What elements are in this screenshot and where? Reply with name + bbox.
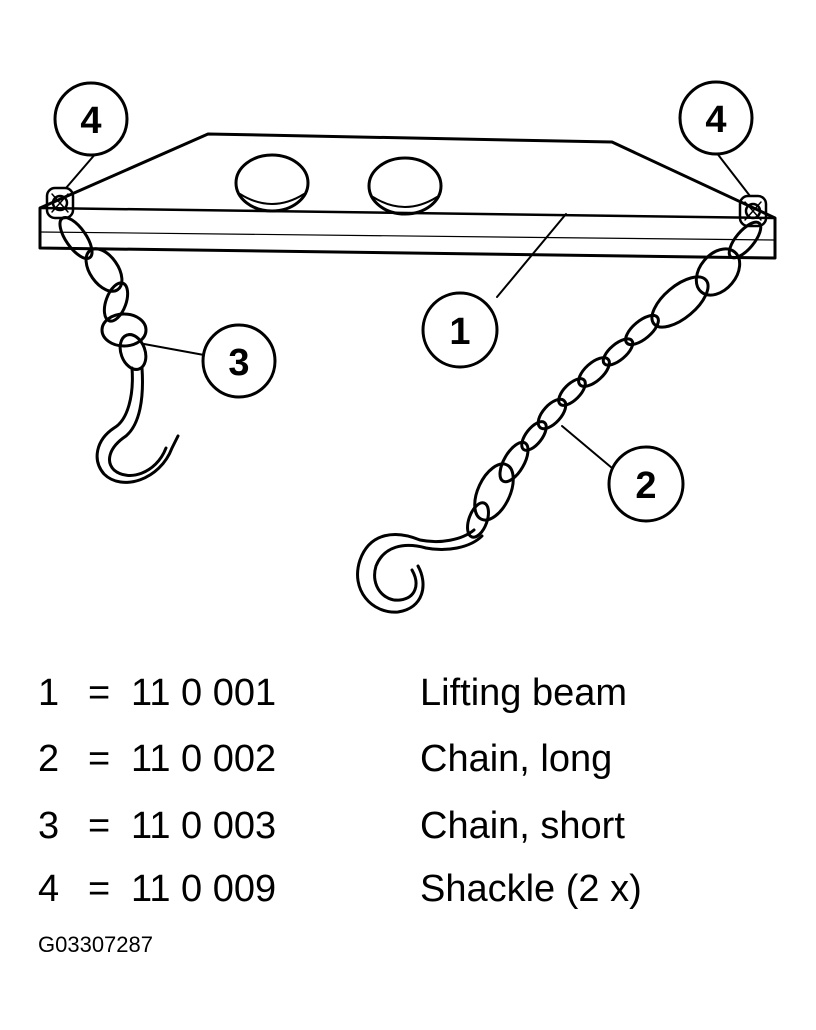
chain-long (466, 220, 763, 539)
legend-description: Lifting beam (420, 672, 628, 714)
callout-4-left-label: 4 (80, 100, 101, 142)
legend-equals: = (88, 672, 111, 714)
legend-description: Chain, short (420, 805, 625, 847)
callout-2-circle (607, 445, 685, 523)
callout-3-label: 3 (228, 342, 249, 384)
legend-description: Shackle (2 x) (420, 868, 642, 910)
callout-1-circle (421, 291, 499, 369)
shackle-right (738, 194, 768, 228)
callout-4-right-circle (678, 80, 754, 156)
hook-right (356, 528, 484, 614)
legend-part-number: 11 0 002 (131, 738, 277, 780)
callout-3-circle (201, 323, 277, 399)
legend-number: 2 (38, 738, 60, 780)
legend-description: Chain, long (420, 738, 613, 780)
legend-part-number: 11 0 001 (131, 672, 277, 714)
chain-short (58, 216, 148, 371)
legend-part-number: 11 0 009 (131, 868, 277, 910)
callout-4-right-label: 4 (705, 99, 726, 141)
hook-left (95, 366, 180, 484)
legend-part-number: 11 0 003 (131, 805, 277, 847)
legend-number: 4 (38, 868, 60, 910)
beam-hole-left (234, 153, 310, 213)
shackle-left (45, 186, 75, 220)
leader-lines (65, 151, 751, 469)
callout-2-label: 2 (635, 465, 656, 507)
beam-hole-right (367, 156, 443, 216)
figure-id: G03307287 (38, 932, 153, 957)
callout-1-label: 1 (449, 311, 470, 353)
legend-number: 1 (38, 672, 60, 714)
legend-equals: = (88, 805, 111, 847)
callout-4-left-circle (53, 81, 129, 157)
legend-equals: = (88, 738, 111, 780)
lifting-beam-illustration: 4 4 1 3 2 (38, 80, 777, 614)
legend-equals: = (88, 868, 111, 910)
lifting-beam (38, 132, 777, 260)
legend-number: 3 (38, 805, 60, 847)
